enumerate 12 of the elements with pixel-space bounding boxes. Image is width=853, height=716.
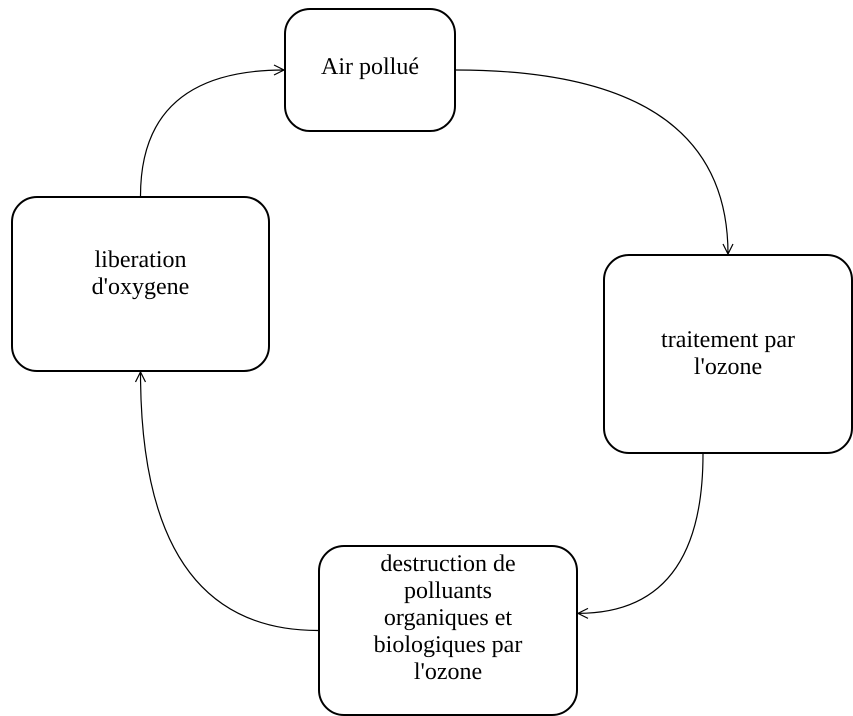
curved-arrow: [577, 454, 704, 618]
node-label: liberation d'oxygene: [90, 247, 190, 301]
node-label: traitement par l'ozone: [660, 327, 796, 381]
curved-arrow: [135, 371, 318, 632]
rounded-box: [11, 196, 270, 372]
node-label: destruction de polluants organiques et biologiques par l'ozone: [372, 551, 524, 686]
curved-arrow: [456, 69, 733, 255]
node-label: Air pollué: [321, 54, 419, 81]
rounded-box: [284, 8, 456, 132]
rounded-box: [318, 545, 578, 716]
rounded-box: [603, 254, 853, 454]
curved-arrow: [140, 64, 285, 196]
